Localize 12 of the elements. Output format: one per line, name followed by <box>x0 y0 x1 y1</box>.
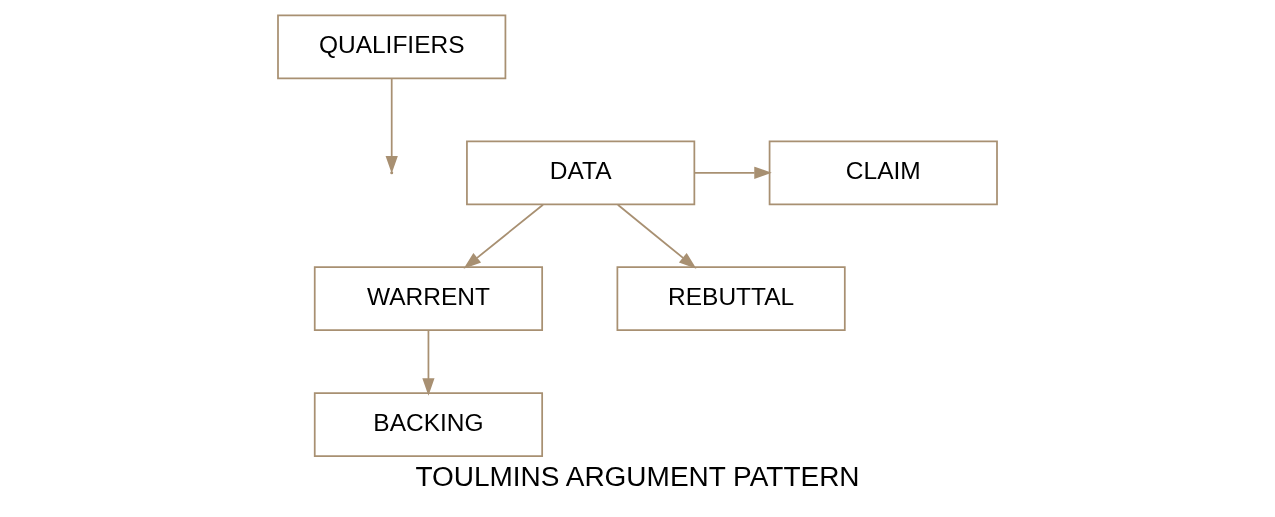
arrow <box>463 203 544 269</box>
node-box: QUALIFIERS <box>277 14 507 80</box>
caption: TOULMINS ARGUMENT PATTERN <box>415 460 860 492</box>
node-box: BACKING <box>313 392 544 458</box>
arrow <box>385 77 398 174</box>
node-box: DATA <box>466 140 696 206</box>
arrow <box>693 166 772 179</box>
arrow <box>422 329 435 396</box>
node-box: REBUTTAL <box>616 266 846 332</box>
arrow <box>616 203 697 269</box>
node-box: WARRENT <box>313 266 544 332</box>
node-box: CLAIM <box>768 140 998 206</box>
